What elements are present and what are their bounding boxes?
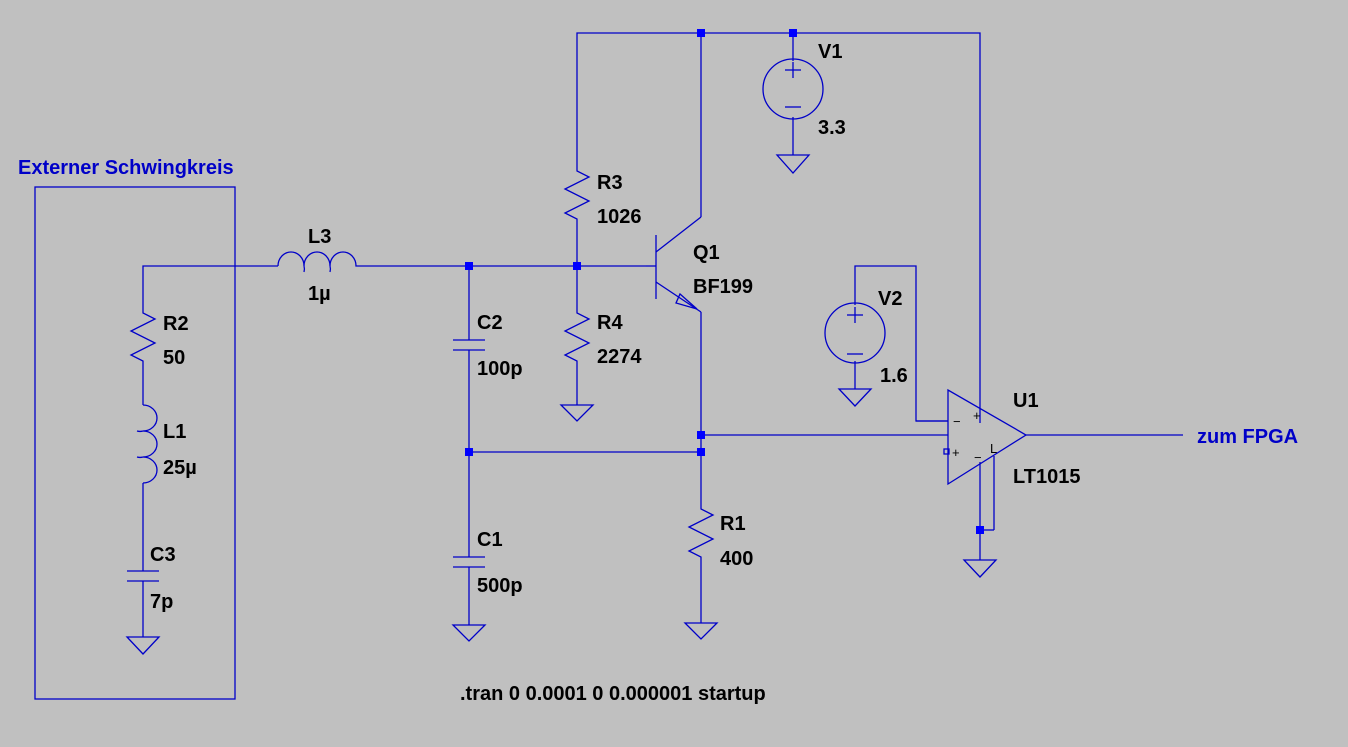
- v1-value: 3.3: [818, 117, 846, 139]
- c3-name: C3: [150, 544, 176, 566]
- wires: [142, 32, 1183, 637]
- spice-directive[interactable]: .tran 0 0.0001 0 0.000001 startup: [460, 683, 766, 705]
- resistor-r4[interactable]: R4 2274: [563, 305, 642, 369]
- comparator-u1[interactable]: − + + − L U1 LT1015: [916, 388, 1080, 488]
- voltage-source-v1[interactable]: V1 3.3: [762, 41, 846, 139]
- u1-pin-plus-top: +: [973, 408, 981, 423]
- external-circuit-frame: [34, 186, 236, 700]
- l1-value: 25µ: [163, 457, 197, 479]
- output-net-label[interactable]: zum FPGA: [1197, 426, 1298, 448]
- ground-icon: [559, 404, 595, 422]
- u1-name: U1: [1013, 390, 1039, 412]
- ground-icon: [683, 622, 719, 640]
- ground-icon: [451, 624, 487, 642]
- c1-value: 500p: [477, 575, 523, 597]
- capacitor-c3[interactable]: C3 7p: [127, 544, 176, 613]
- resistor-r2[interactable]: R2 50: [129, 305, 189, 369]
- c3-value: 7p: [150, 591, 173, 613]
- v2-value: 1.6: [880, 365, 908, 387]
- r1-value: 400: [720, 548, 753, 570]
- capacitor-c1[interactable]: C1 500p: [453, 529, 523, 597]
- r1-name: R1: [720, 513, 746, 535]
- transistor-q1[interactable]: Q1 BF199: [646, 216, 753, 313]
- c2-value: 100p: [477, 358, 523, 380]
- u1-pin-noninv: +: [952, 445, 960, 460]
- ground-symbols: [125, 154, 998, 655]
- r2-value: 50: [163, 347, 185, 369]
- inductor-l1[interactable]: L1 25µ: [136, 404, 197, 484]
- u1-pin-minus-bottom: −: [974, 450, 982, 465]
- r3-value: 1026: [597, 206, 642, 228]
- c1-name: C1: [477, 529, 503, 551]
- q1-name: Q1: [693, 242, 720, 264]
- resistor-r3[interactable]: R3 1026: [563, 163, 642, 228]
- voltage-source-v2[interactable]: V2 1.6: [824, 288, 908, 387]
- r4-value: 2274: [597, 346, 642, 368]
- frame-title: Externer Schwingkreis: [18, 157, 234, 179]
- u1-pin-inv: −: [953, 414, 961, 429]
- q1-value: BF199: [693, 276, 753, 298]
- l3-value: 1µ: [308, 283, 331, 305]
- ground-icon: [962, 559, 998, 578]
- u1-pin-latch: L: [990, 441, 997, 456]
- inductor-l3[interactable]: L3 1µ: [277, 226, 360, 305]
- v2-name: V2: [878, 288, 902, 310]
- junction-nodes: [465, 29, 984, 534]
- u1-value: LT1015: [1013, 466, 1080, 488]
- v1-name: V1: [818, 41, 842, 63]
- r4-name: R4: [597, 312, 623, 334]
- ground-icon: [775, 154, 811, 174]
- ground-icon: [837, 388, 873, 407]
- c2-name: C2: [477, 312, 503, 334]
- r3-name: R3: [597, 172, 623, 194]
- capacitor-c2[interactable]: C2 100p: [453, 312, 523, 380]
- ground-icon: [125, 636, 161, 655]
- r2-name: R2: [163, 313, 189, 335]
- l3-name: L3: [308, 226, 331, 248]
- resistor-r1[interactable]: R1 400: [687, 497, 753, 573]
- l1-name: L1: [163, 421, 186, 443]
